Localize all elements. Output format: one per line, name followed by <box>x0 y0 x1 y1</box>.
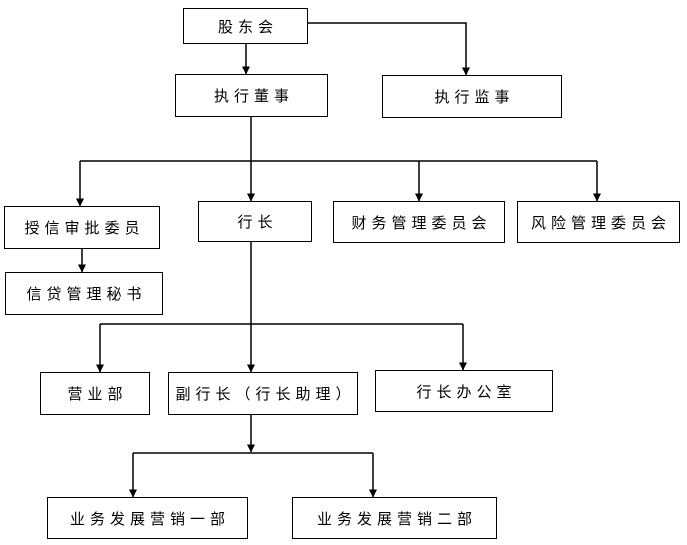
org-node-president: 行长 <box>198 201 312 242</box>
org-node-executive-supervisor: 执行监事 <box>382 75 562 118</box>
org-node-credit-approval-committee: 授信审批委员 <box>4 206 160 249</box>
org-node-vice-president: 副行长（行长助理） <box>168 372 358 415</box>
org-node-credit-management-secretary: 信贷管理秘书 <box>5 272 163 315</box>
org-node-shareholders-meeting: 股东会 <box>183 8 308 44</box>
org-node-marketing-department-2: 业务发展营销二部 <box>292 497 497 539</box>
org-node-business-department: 营业部 <box>40 372 150 415</box>
org-node-executive-director: 执行董事 <box>175 74 328 117</box>
edge-shareholders-to-exec-supervisor <box>308 22 470 76</box>
org-node-risk-management-committee: 风险管理委员会 <box>517 201 680 243</box>
org-node-marketing-department-1: 业务发展营销一部 <box>47 497 248 539</box>
org-node-finance-management-committee: 财务管理委员会 <box>333 201 505 243</box>
org-node-president-office: 行长办公室 <box>375 370 553 412</box>
